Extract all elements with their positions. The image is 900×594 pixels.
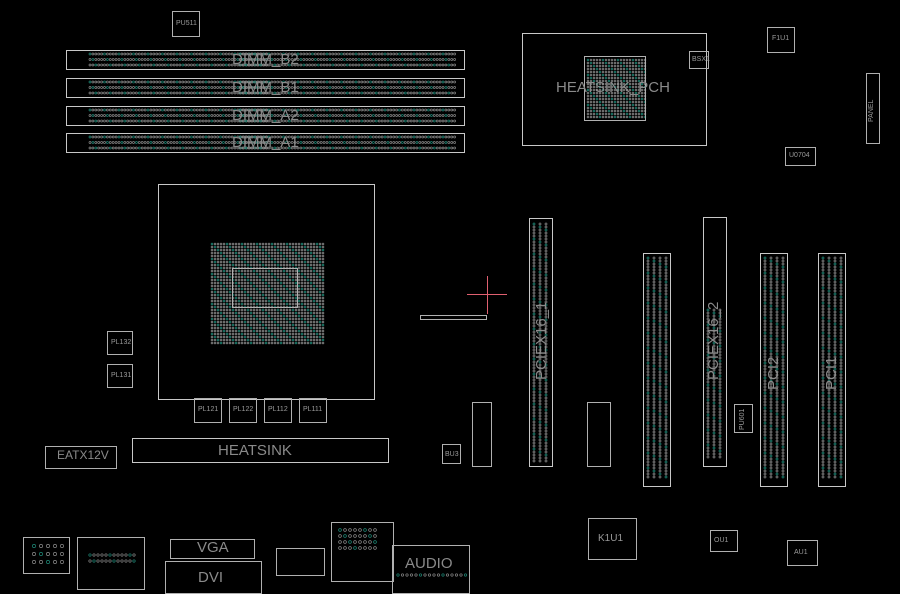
usb-connector[interactable] bbox=[77, 537, 145, 590]
f1u1-component[interactable] bbox=[767, 27, 795, 53]
audio-connector[interactable] bbox=[392, 545, 470, 594]
pch-bga-pins bbox=[586, 58, 647, 119]
pciex16-1-pins bbox=[532, 222, 548, 463]
dimm-pins bbox=[238, 108, 456, 123]
pl121-inductor[interactable] bbox=[194, 398, 222, 423]
dimm-slot-a2[interactable] bbox=[66, 106, 465, 126]
k1u1-chip[interactable] bbox=[588, 518, 637, 560]
pl112-inductor[interactable] bbox=[264, 398, 292, 423]
bsx1-component[interactable] bbox=[689, 51, 709, 69]
bios-chip[interactable] bbox=[587, 402, 611, 467]
cpu-socket-center bbox=[232, 268, 298, 308]
dimm-slot-b2[interactable] bbox=[66, 50, 465, 70]
trace-bar bbox=[420, 315, 487, 320]
pci2-pins bbox=[763, 256, 785, 479]
ps2-connector[interactable] bbox=[23, 537, 70, 574]
crosshair-cursor-v bbox=[487, 276, 488, 314]
bu3-component[interactable] bbox=[442, 444, 461, 464]
pciex16-1-slot[interactable] bbox=[529, 218, 553, 467]
lan-connector[interactable] bbox=[331, 522, 394, 582]
au1-chip[interactable] bbox=[787, 540, 818, 566]
vga-connector[interactable] bbox=[170, 539, 255, 559]
pl122-inductor[interactable] bbox=[229, 398, 257, 423]
pl132-inductor[interactable] bbox=[107, 331, 133, 355]
pci1-slot[interactable] bbox=[818, 253, 846, 487]
cpu-socket[interactable] bbox=[158, 184, 375, 400]
pciex16-2-slot[interactable] bbox=[703, 217, 727, 467]
header-connector[interactable] bbox=[472, 402, 492, 467]
pci-a-pins bbox=[646, 256, 668, 479]
u0704-component[interactable] bbox=[785, 147, 816, 166]
ou1-chip[interactable] bbox=[710, 530, 738, 552]
pci1-pins bbox=[821, 256, 843, 479]
dimm-pins bbox=[238, 52, 456, 67]
dimm-pins bbox=[88, 80, 269, 95]
lan-pins bbox=[338, 528, 377, 550]
dimm-pins bbox=[238, 135, 456, 150]
dimm-pins bbox=[238, 80, 456, 95]
vrm-heatsink[interactable] bbox=[132, 438, 389, 463]
pu511-component[interactable] bbox=[172, 11, 200, 37]
pch-heatsink[interactable] bbox=[522, 33, 707, 146]
pl131-inductor[interactable] bbox=[107, 364, 133, 388]
dvi-connector[interactable] bbox=[165, 561, 262, 594]
audio-pins bbox=[396, 573, 468, 577]
usb-pins bbox=[88, 553, 136, 563]
pl111-inductor[interactable] bbox=[299, 398, 327, 423]
dimm-slot-a1[interactable] bbox=[66, 133, 465, 153]
pch-chip[interactable] bbox=[584, 56, 646, 121]
eatx12v-connector[interactable] bbox=[45, 446, 117, 469]
pu601-component[interactable] bbox=[734, 404, 753, 433]
dimm-slot-b1[interactable] bbox=[66, 78, 465, 98]
pci2-slot[interactable] bbox=[760, 253, 788, 487]
usb-connector-2[interactable] bbox=[276, 548, 325, 576]
panel-header[interactable] bbox=[866, 73, 880, 144]
dimm-pins bbox=[88, 135, 269, 150]
cpu-bga-pins bbox=[210, 242, 325, 345]
pciex16-2-pins bbox=[706, 308, 722, 459]
ps2-pins bbox=[32, 544, 64, 564]
pci-slot-a[interactable] bbox=[643, 253, 671, 487]
